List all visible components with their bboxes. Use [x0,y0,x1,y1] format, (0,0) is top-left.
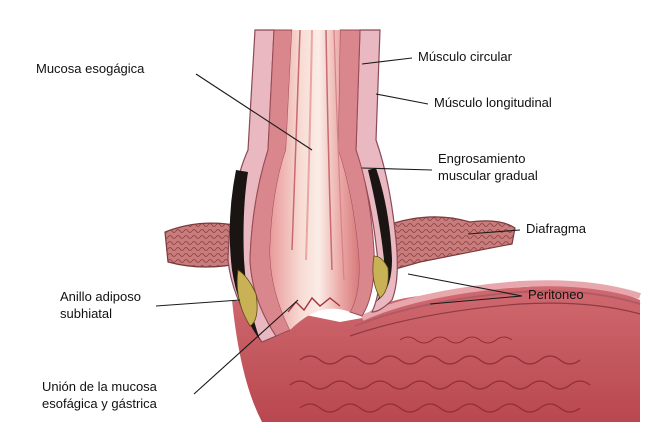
diaphragm-right [385,217,515,270]
label-longitudinal-muscle: Músculo longitudinal [434,94,552,111]
label-circular-muscle: Músculo circular [418,48,512,65]
label-fat-ring: Anillo adiposo subhiatal [60,288,141,322]
label-mucosal-junction: Unión de la mucosa esofágica y gástrica [42,378,157,412]
label-mucosa: Mucosa esogágica [36,60,144,77]
label-peritoneum: Peritoneo [528,286,584,303]
label-diaphragm: Diafragma [526,220,586,237]
label-engrosamiento: Engrosamiento muscular gradual [438,150,538,184]
